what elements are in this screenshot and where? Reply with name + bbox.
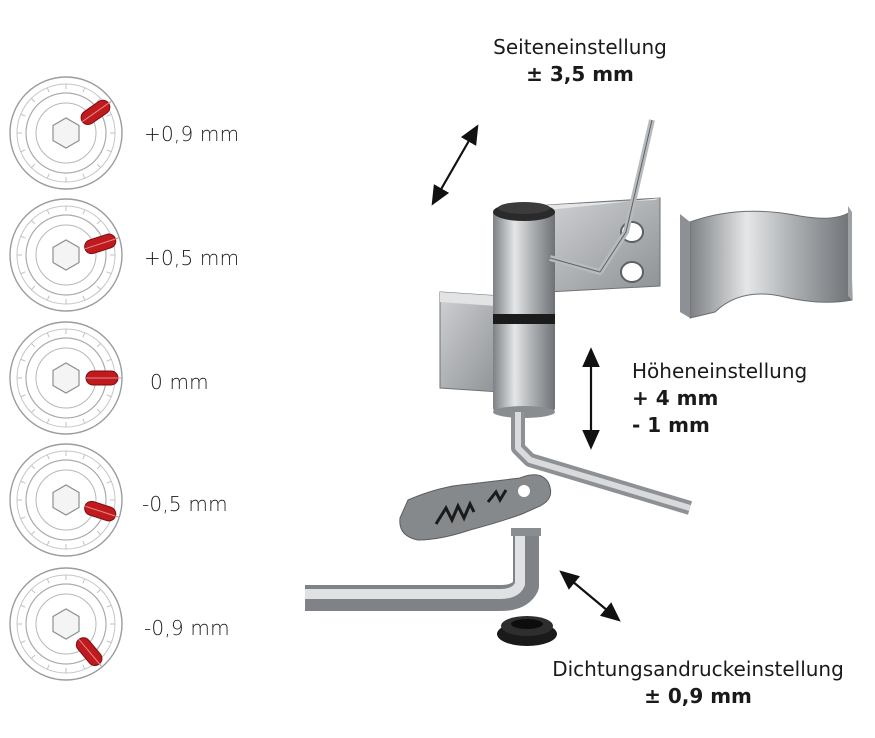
hinge-sash-plate: [439, 291, 501, 393]
hex-key-lower: [511, 412, 693, 515]
side-adjust-value: ± 3,5 mm: [526, 62, 634, 86]
side-adjust-arrow: [431, 124, 479, 206]
adjustment-dial: [9, 443, 123, 557]
dial-label-minus-0-5: -0,5 mm: [142, 492, 228, 516]
dial-label-plus-0-5: +0,5 mm: [144, 246, 240, 270]
height-adjust-value-plus: + 4 mm: [632, 386, 719, 410]
hinge-cover-cap: [680, 206, 853, 319]
side-adjust-name: Seiteneinstellung: [493, 35, 667, 59]
wrench-tool: [399, 474, 552, 541]
hinge-barrel: [493, 202, 555, 418]
side-adjust-callout: Seiteneinstellung ± 3,5 mm: [470, 34, 690, 88]
seal-adjust-arrow: [559, 570, 621, 622]
height-adjust-callout: Höheneinstellung + 4 mm - 1 mm: [632, 358, 862, 439]
dial-label-zero: 0 mm: [150, 370, 209, 394]
dial-label-minus-0-9: -0,9 mm: [144, 616, 230, 640]
adjustment-dial: [9, 198, 123, 312]
dial-label-plus-0-9: +0,9 mm: [144, 122, 240, 146]
height-adjust-value-minus: - 1 mm: [632, 413, 710, 437]
height-adjust-name: Höheneinstellung: [632, 359, 808, 383]
adjustment-dial: [9, 76, 123, 190]
seal-adjust-callout: Dichtungsandruckeinstellung ± 0,9 mm: [528, 656, 868, 710]
seal-adjust-name: Dichtungsandruckeinstellung: [552, 657, 844, 681]
adjustment-dial: [9, 321, 123, 435]
hinge-frame-plate: [547, 197, 661, 293]
seal-adjust-value: ± 0,9 mm: [644, 684, 752, 708]
adjustment-dial: [9, 567, 123, 681]
hex-key-large: [305, 528, 541, 611]
seal-plug: [497, 616, 557, 646]
